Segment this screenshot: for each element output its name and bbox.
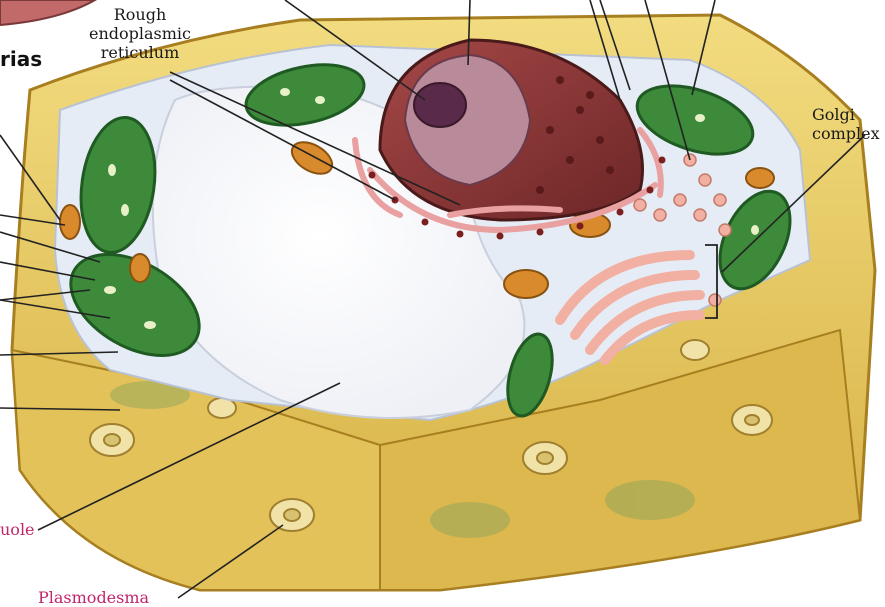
label-plasmodesma: Plasmodesma	[38, 588, 149, 607]
partial-heading: rias	[0, 50, 42, 69]
label-rough-er-line-1: Rough	[75, 5, 205, 24]
label-golgi-line-2: complex	[812, 124, 880, 143]
label-rough-er-line-3: reticulum	[75, 43, 205, 62]
label-rough-er-line-2: endoplasmic	[75, 24, 205, 43]
label-vacuole: uole	[0, 520, 35, 539]
label-golgi-line-1: Golgi	[812, 105, 880, 124]
label-rough-er: Rough endoplasmic reticulum	[75, 5, 205, 62]
label-golgi-complex: Golgi complex	[812, 105, 880, 143]
